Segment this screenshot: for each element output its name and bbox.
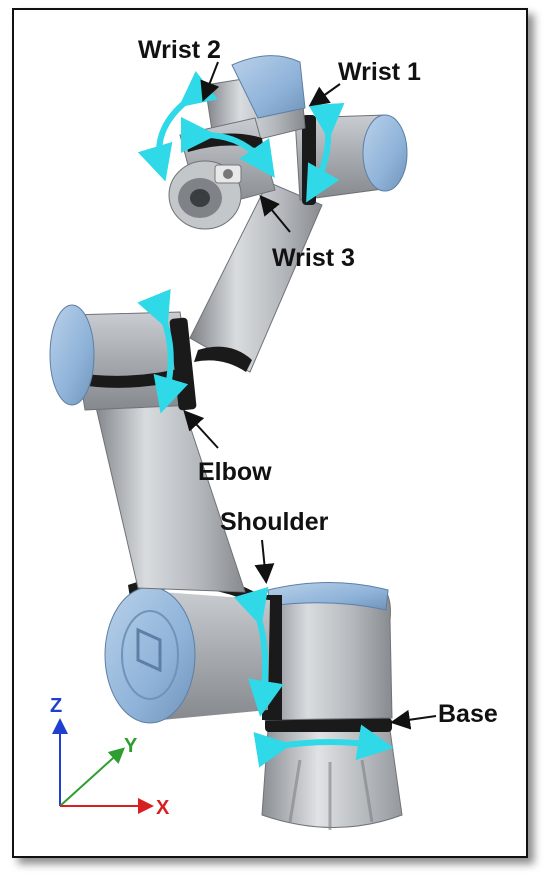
rotation-arrow-wrist3: [180, 116, 275, 178]
leader-wrist2: [200, 61, 220, 102]
shoulder-housing: [261, 582, 393, 721]
leader-wrist1: [308, 83, 341, 107]
rotation-arrow-shoulder: [233, 586, 284, 717]
leader-base: [390, 709, 437, 730]
coordinate-axes: Z Y X: [50, 695, 170, 819]
axis-y-label: Y: [124, 735, 138, 757]
leader-wrist3: [259, 194, 291, 233]
label-wrist1: Wrist 1: [338, 58, 421, 86]
rotation-arrow-wrist1: [306, 102, 345, 203]
label-wrist3: Wrist 3: [272, 244, 355, 272]
axis-x-label: X: [156, 797, 170, 819]
rotation-arrows: [137, 70, 394, 768]
label-base: Base: [438, 700, 498, 728]
leader-shoulder: [254, 539, 275, 584]
axis-y: [59, 747, 125, 807]
shoulder-joint: [104, 574, 270, 724]
rotation-arrow-wrist2: [137, 70, 218, 182]
leader-arrows: [183, 61, 437, 730]
rotation-arrow-base: [253, 724, 394, 768]
robot-base: [261, 718, 403, 830]
leader-elbow: [183, 410, 219, 449]
elbow-joint: [49, 304, 197, 411]
axis-z-label: Z: [50, 695, 62, 717]
wrist3-flange: [168, 160, 242, 230]
label-wrist2: Wrist 2: [138, 36, 221, 64]
rotation-arrow-elbow: [137, 288, 189, 414]
label-shoulder: Shoulder: [220, 508, 329, 536]
upper-arm-link: [91, 389, 246, 593]
label-elbow: Elbow: [198, 458, 272, 486]
